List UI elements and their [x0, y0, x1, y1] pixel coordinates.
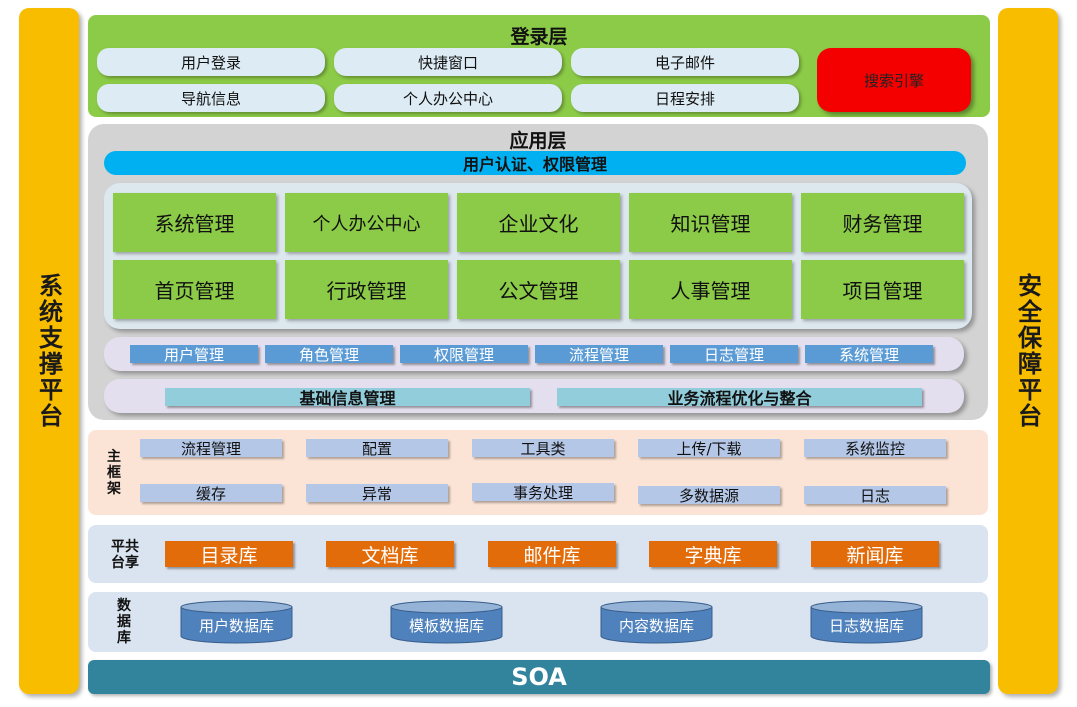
database-cylinder-icon: [810, 600, 923, 644]
framework-label-char: 架: [107, 481, 121, 497]
login-layer-title: 登录层: [510, 26, 568, 48]
db-content-cylinder[interactable]: 内容数据库: [600, 600, 713, 644]
module-system-management[interactable]: 系统管理: [113, 193, 276, 252]
fw-tools[interactable]: 工具类: [472, 439, 614, 458]
module-homepage-management[interactable]: 首页管理: [113, 260, 276, 319]
login-item-navigation[interactable]: 导航信息: [97, 84, 325, 112]
business-process-optimization[interactable]: 业务流程优化与整合: [557, 388, 922, 408]
shared-label-line: 平共: [111, 539, 139, 555]
database-label-char: 库: [117, 630, 131, 646]
sub-permission-management[interactable]: 权限管理: [400, 345, 528, 364]
sub-user-management[interactable]: 用户管理: [130, 345, 258, 364]
fw-upload-download[interactable]: 上传/下载: [638, 439, 780, 458]
login-item-personal-office[interactable]: 个人办公中心: [334, 84, 562, 112]
app-layer-title: 应用层: [509, 130, 567, 152]
framework-label-char: 主: [107, 449, 121, 465]
db-user-cylinder[interactable]: 用户数据库: [180, 600, 293, 644]
shared-dictionary-store[interactable]: 字典库: [649, 541, 777, 567]
shared-mail-store[interactable]: 邮件库: [488, 541, 616, 567]
sub-process-management[interactable]: 流程管理: [535, 345, 663, 364]
soa-bar: SOA: [88, 660, 990, 694]
shared-document-store[interactable]: 文档库: [326, 541, 454, 567]
module-finance-management[interactable]: 财务管理: [801, 193, 964, 252]
database-label-char: 据: [117, 614, 131, 630]
database-cylinder-icon: [600, 600, 713, 644]
framework-label-char: 框: [107, 465, 121, 481]
fw-transaction[interactable]: 事务处理: [472, 483, 614, 502]
login-item-shortcut-window[interactable]: 快捷窗口: [334, 48, 562, 76]
shared-news-store[interactable]: 新闻库: [811, 541, 939, 567]
left-pillar-label: 系统支撑平台: [34, 273, 63, 429]
fw-multi-datasource[interactable]: 多数据源: [638, 486, 780, 505]
sub-log-management[interactable]: 日志管理: [670, 345, 798, 364]
auth-permission-bar: 用户认证、权限管理: [104, 151, 966, 175]
fw-exception[interactable]: 异常: [306, 484, 448, 503]
module-document-management[interactable]: 公文管理: [457, 260, 620, 319]
shared-platform-label: 平共 台享: [98, 537, 152, 573]
database-label: 数 据 库: [110, 596, 138, 648]
db-user-label: 用户数据库: [198, 616, 274, 635]
module-knowledge-management[interactable]: 知识管理: [629, 193, 792, 252]
database-cylinder-icon: [180, 600, 293, 644]
shared-catalog-store[interactable]: 目录库: [165, 541, 293, 567]
shared-label-line: 台享: [111, 555, 139, 571]
db-template-cylinder[interactable]: 模板数据库: [390, 600, 503, 644]
login-item-email[interactable]: 电子邮件: [571, 48, 799, 76]
database-label-char: 数: [117, 598, 131, 614]
search-engine-button[interactable]: 搜索引擎: [817, 48, 971, 112]
login-item-user-login[interactable]: 用户登录: [97, 48, 325, 76]
soa-label: SOA: [511, 663, 567, 691]
base-info-management[interactable]: 基础信息管理: [165, 388, 530, 408]
sub-role-management[interactable]: 角色管理: [265, 345, 393, 364]
left-pillar-system-support: 系统支撑平台: [19, 8, 79, 694]
fw-log[interactable]: 日志: [804, 486, 946, 505]
module-personal-office[interactable]: 个人办公中心: [285, 193, 448, 252]
database-cylinder-icon: [390, 600, 503, 644]
db-log-label: 日志数据库: [828, 616, 904, 635]
framework-label: 主 框 架: [100, 440, 128, 506]
module-corporate-culture[interactable]: 企业文化: [457, 193, 620, 252]
db-log-cylinder[interactable]: 日志数据库: [810, 600, 923, 644]
module-administration-management[interactable]: 行政管理: [285, 260, 448, 319]
right-pillar-security: 安全保障平台: [998, 8, 1058, 694]
fw-process-management[interactable]: 流程管理: [140, 439, 282, 458]
db-content-label: 内容数据库: [618, 616, 694, 635]
login-item-schedule[interactable]: 日程安排: [571, 84, 799, 112]
module-project-management[interactable]: 项目管理: [801, 260, 964, 319]
right-pillar-label: 安全保障平台: [1013, 273, 1042, 429]
fw-system-monitor[interactable]: 系统监控: [804, 439, 946, 458]
sub-system-management[interactable]: 系统管理: [805, 345, 933, 364]
fw-config[interactable]: 配置: [306, 439, 448, 458]
module-hr-management[interactable]: 人事管理: [629, 260, 792, 319]
fw-cache[interactable]: 缓存: [140, 484, 282, 503]
db-template-label: 模板数据库: [408, 616, 484, 635]
